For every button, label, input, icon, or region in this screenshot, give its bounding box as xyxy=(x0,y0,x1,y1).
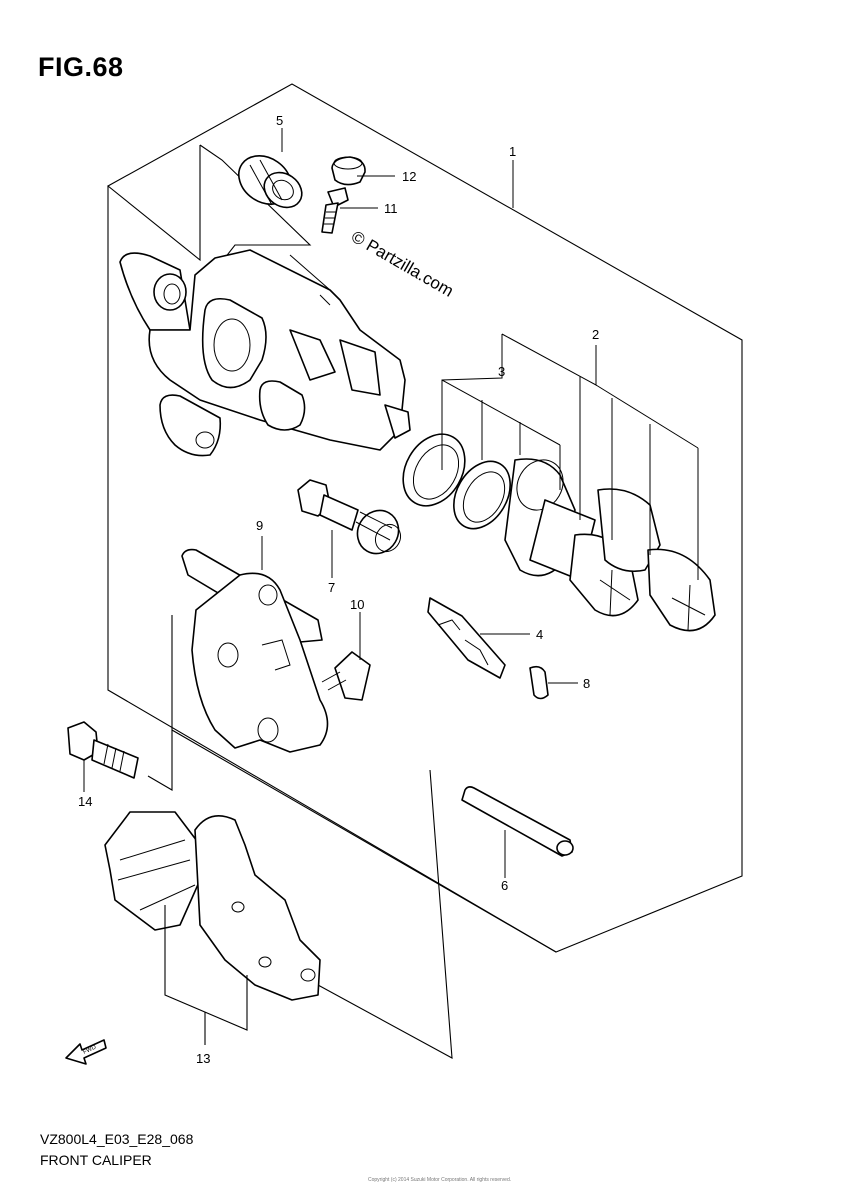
part-2-pistons[interactable] xyxy=(504,451,716,632)
part-8-clip[interactable] xyxy=(529,665,549,700)
callout-leaders xyxy=(83,128,699,878)
part-10-pad-spring[interactable] xyxy=(321,651,371,701)
part-7-slide-pin[interactable] xyxy=(297,479,406,561)
part-12-cap[interactable] xyxy=(331,156,366,186)
pad-bracket xyxy=(164,905,248,1031)
callout-3: 3 xyxy=(498,364,505,379)
callout-5: 5 xyxy=(276,113,283,128)
callout-13: 13 xyxy=(196,1051,210,1066)
copyright-note: Copyright (c) 2014 Suzuki Motor Corporat… xyxy=(368,1177,512,1183)
callout-9: 9 xyxy=(256,518,263,533)
part-11-bleeder-screw[interactable] xyxy=(321,187,349,234)
callout-8: 8 xyxy=(583,676,590,691)
callout-14: 14 xyxy=(78,794,92,809)
callout-6: 6 xyxy=(501,878,508,893)
caliper-housing[interactable] xyxy=(119,249,411,457)
fwd-arrow-icon: FWD xyxy=(65,1039,107,1065)
part-14-bolt[interactable] xyxy=(67,721,139,779)
part-13-brake-pads[interactable] xyxy=(104,811,321,1001)
callout-7: 7 xyxy=(328,580,335,595)
watermark-text: © Partzilla.com xyxy=(348,227,457,301)
assembly-frame-lower xyxy=(107,186,557,953)
callout-1: 1 xyxy=(509,144,516,159)
bolt-leader-frame xyxy=(147,730,173,791)
figure-code: VZ800L4_E03_E28_068 xyxy=(40,1131,194,1147)
assembly-frame xyxy=(107,83,743,953)
callout-10: 10 xyxy=(350,597,364,612)
pad-frame xyxy=(317,769,453,1059)
callout-11: 11 xyxy=(384,201,398,216)
part-9-caliper-bracket[interactable] xyxy=(181,548,329,753)
part-4-pad-shim[interactable] xyxy=(427,597,506,679)
part-6-pad-pin[interactable] xyxy=(461,786,574,857)
callout-4: 4 xyxy=(536,627,543,642)
callout-2: 2 xyxy=(592,327,599,342)
callout-12: 12 xyxy=(402,169,416,184)
part-5-dust-boot[interactable] xyxy=(229,146,308,215)
figure-title: FIG.68 xyxy=(38,52,124,82)
part-3-piston-seals[interactable] xyxy=(391,423,522,539)
fwd-label: FWD xyxy=(82,1044,98,1055)
figure-name: FRONT CALIPER xyxy=(40,1152,152,1168)
